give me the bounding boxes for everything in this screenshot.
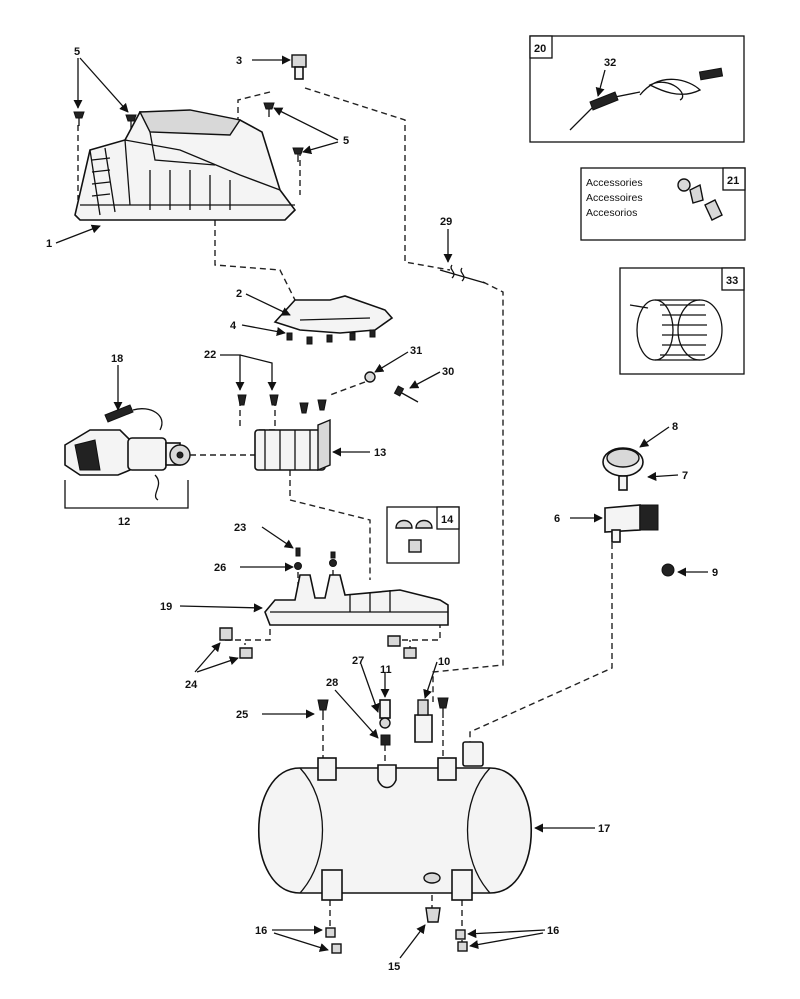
callout-1: 1 (46, 238, 52, 250)
screws-part-5 (73, 102, 304, 162)
inset-33-recoil-hose (619, 267, 745, 375)
parts-30-31-screw-washer (364, 371, 419, 403)
part-12-pump-motor (64, 404, 191, 501)
callout-4: 4 (230, 320, 237, 332)
inset-number-20: 20 (534, 43, 546, 55)
part-3-fitting (291, 54, 307, 80)
accessories-label-en: Accessories (586, 177, 643, 189)
part-24-feet (219, 627, 417, 659)
callout-leaders (55, 55, 708, 959)
inset-numbers: 20 21 33 14 (441, 43, 739, 526)
callout-11: 11 (380, 664, 392, 676)
callout-5-right: 5 (343, 135, 349, 147)
accessories-label-es: Accesorios (586, 207, 637, 219)
inset-20-cord (529, 35, 745, 143)
tank-fittings (317, 697, 484, 767)
callout-2: 2 (236, 288, 242, 300)
callout-26: 26 (214, 562, 226, 574)
callout-labels: 5 3 5 1 29 2 4 22 31 18 30 13 12 8 7 6 9… (46, 46, 718, 973)
callout-5-top-left: 5 (74, 46, 80, 58)
callout-13: 13 (374, 447, 386, 459)
part-13-cylinder-head (237, 394, 331, 472)
callout-27: 27 (352, 655, 364, 667)
callout-28: 28 (326, 677, 338, 689)
callout-29: 29 (440, 216, 452, 228)
part-1-shroud (74, 109, 297, 221)
callout-8: 8 (672, 421, 678, 433)
callout-17: 17 (598, 823, 610, 835)
callout-16-right: 16 (547, 925, 559, 937)
callout-30: 30 (442, 366, 454, 378)
callout-32: 32 (604, 57, 616, 69)
inset-number-14: 14 (441, 514, 454, 526)
callout-7: 7 (682, 470, 688, 482)
inset-number-33: 33 (726, 275, 738, 287)
callout-31: 31 (410, 345, 422, 357)
callout-19: 19 (160, 601, 172, 613)
callout-15: 15 (388, 961, 400, 973)
callout-24: 24 (185, 679, 198, 691)
callout-23: 23 (234, 522, 246, 534)
inset-number-21: 21 (727, 175, 739, 187)
part-2-bracket (273, 295, 394, 345)
callout-22: 22 (204, 349, 216, 361)
callout-18: 18 (111, 353, 123, 365)
callout-16-left: 16 (255, 925, 267, 937)
part-29-tube (439, 264, 486, 284)
drain-parts (325, 907, 468, 954)
part-6-manifold-with-gauge (602, 447, 675, 577)
accessories-text: Accessories Accessoires Accesorios (586, 177, 643, 219)
callout-25: 25 (236, 709, 248, 721)
callout-6: 6 (554, 513, 560, 525)
callout-12: 12 (118, 516, 130, 528)
inset-21-accessories (580, 167, 746, 241)
part-19-base-plate (264, 547, 449, 626)
inset-14-valves (386, 506, 460, 564)
accessories-label-fr: Accessoires (586, 192, 643, 204)
part-17-air-tank (257, 757, 533, 901)
callout-9: 9 (712, 567, 718, 579)
callout-3: 3 (236, 55, 242, 67)
assembly-dashed-lines (77, 87, 613, 945)
callout-10: 10 (438, 656, 450, 668)
